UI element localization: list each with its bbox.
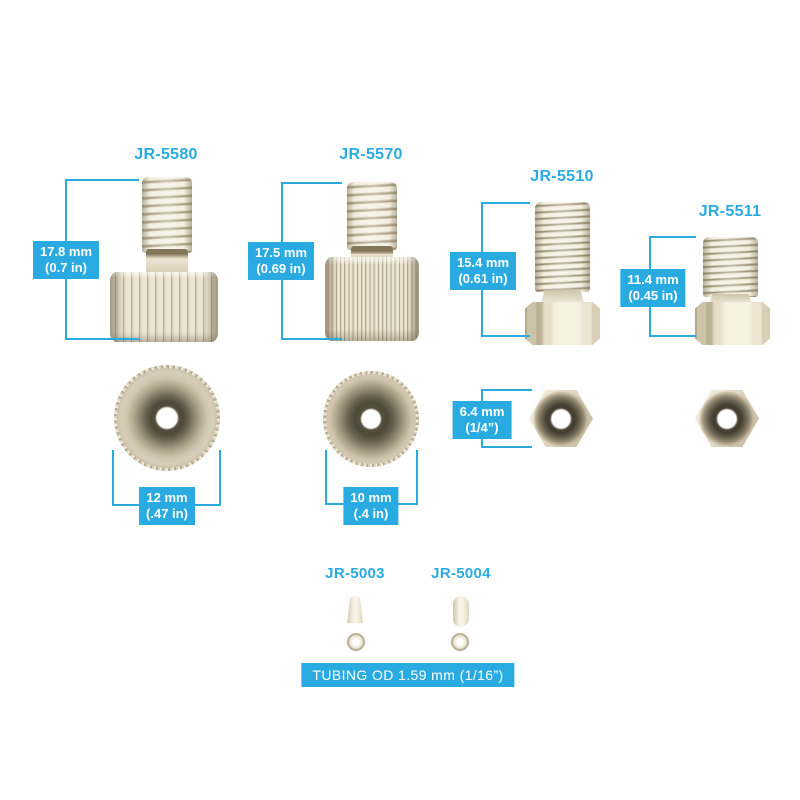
- title-jr-5580: JR-5580: [134, 146, 198, 163]
- knurled-head-jr-5580: [110, 272, 218, 342]
- height-label-jr-5510: 15.4 mm (0.61 in): [449, 252, 517, 290]
- tubing-od-banner: TUBING OD 1.59 mm (1/16”): [301, 663, 515, 687]
- hex-bottom-view-jr-5511: [695, 390, 759, 447]
- height-mm: 17.8 mm: [39, 244, 93, 259]
- hex-hole-jr-5511: [698, 390, 756, 447]
- neck-jr-5511: [709, 294, 752, 304]
- height-in: (0.7 in): [45, 260, 87, 275]
- height-mm: 11.4 mm: [627, 272, 679, 287]
- height-in: (0.45 in): [628, 288, 678, 303]
- hex-hole-jr-5510: [532, 390, 590, 447]
- width-label-jr-5580: 12 mm (.47 in): [139, 487, 195, 525]
- hex-head-jr-5510: [525, 302, 600, 345]
- title-jr-5570: JR-5570: [339, 146, 403, 163]
- height-label-jr-5570: 17.5 mm (0.69 in): [247, 242, 315, 280]
- bottom-view-jr-5570: [323, 371, 419, 467]
- hex-in: (1/4”): [465, 420, 499, 435]
- height-mm: 15.4 mm: [456, 255, 510, 270]
- bottom-view-jr-5580: [114, 365, 220, 471]
- title-jr-5003: JR-5003: [325, 565, 385, 582]
- width-in: (.4 in): [353, 506, 389, 521]
- width-label-jr-5570: 10 mm (.4 in): [343, 487, 399, 525]
- hex-mm: 6.4 mm: [459, 404, 505, 419]
- thread-stem-jr-5511: [703, 237, 758, 297]
- ferrule-ring-jr-5003: [347, 633, 365, 651]
- hex-width-label-jr-5510: 6.4 mm (1/4”): [452, 401, 512, 439]
- neck-jr-5510: [541, 290, 584, 304]
- width-mm: 12 mm: [146, 490, 188, 505]
- hex-head-jr-5511: [695, 302, 770, 345]
- collar-jr-5580: [146, 249, 188, 274]
- thread-stem-jr-5510: [535, 202, 590, 292]
- collar-jr-5570: [351, 246, 393, 259]
- funnel-face-jr-5580: [117, 368, 217, 468]
- height-label-jr-5580: 17.8 mm (0.7 in): [32, 241, 100, 279]
- thread-stem-jr-5580: [142, 177, 192, 253]
- ferrule-jr-5003: [347, 596, 363, 623]
- thread-stem-jr-5570: [347, 182, 397, 250]
- width-mm: 10 mm: [350, 490, 392, 505]
- hex-bottom-view-jr-5510: [529, 390, 593, 447]
- ferrule-jr-5004: [453, 596, 469, 627]
- width-in: (.47 in): [146, 506, 188, 521]
- height-label-jr-5511: 11.4 mm (0.45 in): [620, 269, 686, 307]
- title-jr-5511: JR-5511: [698, 203, 762, 220]
- title-jr-5004: JR-5004: [431, 565, 491, 582]
- height-in: (0.61 in): [458, 271, 508, 286]
- knurled-body-jr-5570: [325, 257, 419, 341]
- height-mm: 17.5 mm: [254, 245, 308, 260]
- ferrule-ring-jr-5004: [451, 633, 469, 651]
- title-jr-5510: JR-5510: [530, 168, 594, 185]
- funnel-face-jr-5570: [326, 374, 416, 464]
- height-in: (0.69 in): [256, 261, 306, 276]
